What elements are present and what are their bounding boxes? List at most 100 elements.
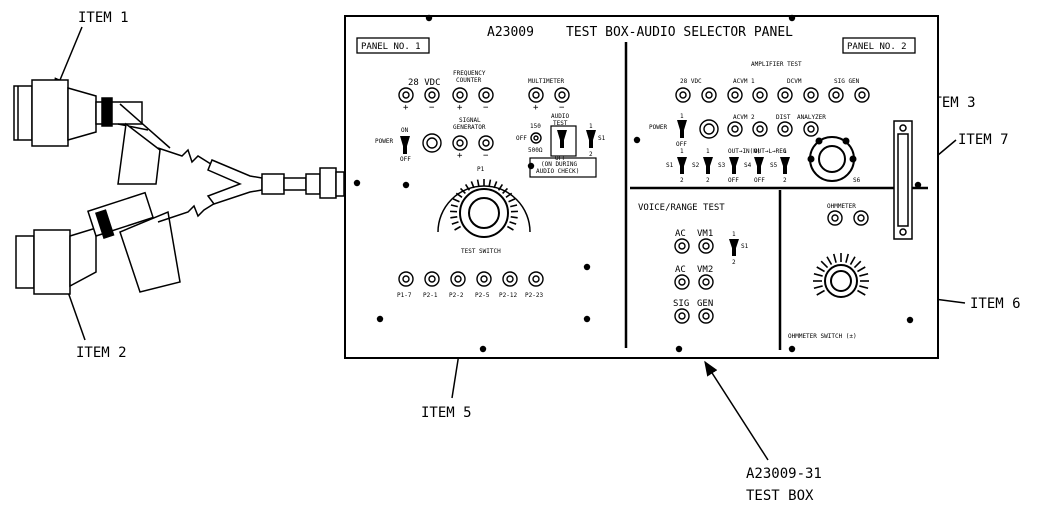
audio-test-box (550, 125, 577, 157)
s5-one-r: 1 (783, 148, 787, 155)
audio-check-box (529, 157, 597, 178)
ohmmeter-switch-label: OHMMETER SWITCH (±) (788, 333, 857, 340)
s1-two-r: 2 (680, 177, 684, 184)
test-switch-dial (437, 179, 531, 238)
voice-range-label: VOICE/RANGE TEST (638, 203, 725, 213)
svg-text:+: + (533, 103, 539, 113)
item7-label: ITEM 7 (958, 132, 1009, 148)
voice-ac1: AC (675, 229, 686, 239)
jack-label-p2-5: P2-5 (475, 292, 490, 299)
s1-two: 2 (589, 151, 593, 158)
ohmmeter-label: OHMMETER (827, 203, 856, 210)
acvm2-label: ACVM 2 (733, 114, 755, 121)
amp-s3: S3 (718, 162, 726, 169)
r500-label: 500Ω (528, 147, 543, 154)
panel2-label: PANEL NO. 2 (847, 42, 907, 52)
amp-s2: S2 (692, 162, 700, 169)
s4-off-r: OFF (754, 177, 765, 184)
on-during-l1: (ON DURING (541, 161, 578, 168)
on-during-l2: AUDIO CHECK) (536, 168, 579, 175)
amp-s6: S6 (853, 177, 861, 184)
voice-range-jacks (674, 210, 869, 324)
amp-s5: S5 (770, 162, 778, 169)
voice-s1-two: 2 (732, 259, 736, 266)
panel2-jacks (675, 87, 870, 139)
box-leader (704, 360, 769, 461)
freq-counter-l2: COUNTER (456, 77, 482, 84)
s3-top-label: OUT→IN(N) (728, 148, 761, 155)
voice-sig: SIG (673, 299, 689, 309)
amp-power-one: 1 (680, 113, 684, 120)
item2-connector (15, 191, 181, 295)
amp-s4: S4 (744, 162, 752, 169)
item1-label: ITEM 1 (78, 10, 129, 26)
panel1-labels: 28 VDC FREQUENCY COUNTER MULTIMETER +− +… (375, 70, 606, 255)
box-id-label: A23009-31 (746, 466, 822, 482)
power-off-label: OFF (400, 156, 411, 163)
jack-label-p2-2: P2-2 (449, 292, 464, 299)
box-name-label: TEST BOX (746, 488, 814, 504)
amp-s1: S1 (666, 162, 674, 169)
s1-left-label: S1 (598, 135, 606, 142)
analyzer-label: ANALYZER (797, 114, 826, 121)
s1-one: 1 (589, 123, 593, 130)
acvm1-label: ACVM 1 (733, 78, 755, 85)
voice-vm2: VM2 (697, 265, 713, 275)
mounting-screws (353, 14, 922, 353)
svg-text:−: − (483, 103, 489, 113)
amp-test-label: AMPLIFIER TEST (751, 61, 802, 68)
item7-bracket (893, 120, 913, 240)
audio-test-l1: AUDIO (551, 113, 569, 120)
dist-label: DIST (776, 114, 791, 121)
panel1-toggles (400, 130, 596, 154)
power-on-label: ON (401, 127, 409, 134)
jack-label-p2-23: P2-23 (525, 292, 543, 299)
part-number: A23009 (487, 25, 534, 40)
s2-two-r: 2 (706, 177, 710, 184)
amp-power-label: POWER (649, 124, 667, 131)
jack-label-p2-12: P2-12 (499, 292, 517, 299)
s6-rotary-switch (807, 136, 857, 182)
svg-text:−: − (559, 103, 565, 113)
s2-one-r: 1 (706, 148, 710, 155)
svg-text:+: + (457, 103, 463, 113)
svg-text:−: − (429, 103, 435, 113)
panel1-tag (356, 37, 430, 54)
voice-s1: S1 (741, 243, 749, 250)
item5-label: ITEM 5 (421, 405, 472, 421)
multimeter-label: MULTIMETER (528, 78, 565, 85)
panel1-bottom-jacks (398, 271, 544, 287)
panel1-jacks (398, 87, 570, 153)
jack-label-p1-7: P1-7 (397, 292, 412, 299)
power-label: POWER (375, 138, 393, 145)
panel2-tag (842, 37, 916, 54)
voice-gen: GEN (697, 299, 713, 309)
test-switch-label: TEST SWITCH (461, 248, 501, 255)
voice-ac2: AC (675, 265, 686, 275)
voice-vm1: VM1 (697, 229, 713, 239)
panel2-toggles (677, 120, 790, 174)
panel1-label: PANEL NO. 1 (361, 42, 421, 52)
cable-assembly (13, 79, 345, 295)
siggen-right-label: SIG GEN (834, 78, 860, 85)
s5-two-r: 2 (783, 177, 787, 184)
svg-text:+: + (457, 151, 463, 161)
siggen-l1: SIGNAL (459, 117, 481, 124)
amp-vdc28: 28 VDC (680, 78, 702, 85)
p1-label: P1 (477, 166, 485, 173)
amp-power-off: OFF (676, 141, 687, 148)
ohmmeter-switch-dial (813, 253, 869, 298)
item1-connector (13, 79, 171, 185)
s4-top-label: OUT→L→REG (754, 148, 787, 155)
audio-test-l2: TEST (553, 120, 568, 127)
s1-one-r: 1 (680, 148, 684, 155)
dcvm-label: DCVM (787, 78, 802, 85)
test-box-panel: A23009 TEST BOX-AUDIO SELECTOR PANEL PAN… (344, 14, 939, 359)
off2-label: OFF (516, 135, 527, 142)
voice-s1-one: 1 (732, 231, 736, 238)
siggen-l2: GENERATOR (453, 124, 486, 131)
jack-label-p2-1: P2-1 (423, 292, 438, 299)
freq-counter-l1: FREQUENCY (453, 70, 486, 77)
item6-label: ITEM 6 (970, 296, 1021, 312)
